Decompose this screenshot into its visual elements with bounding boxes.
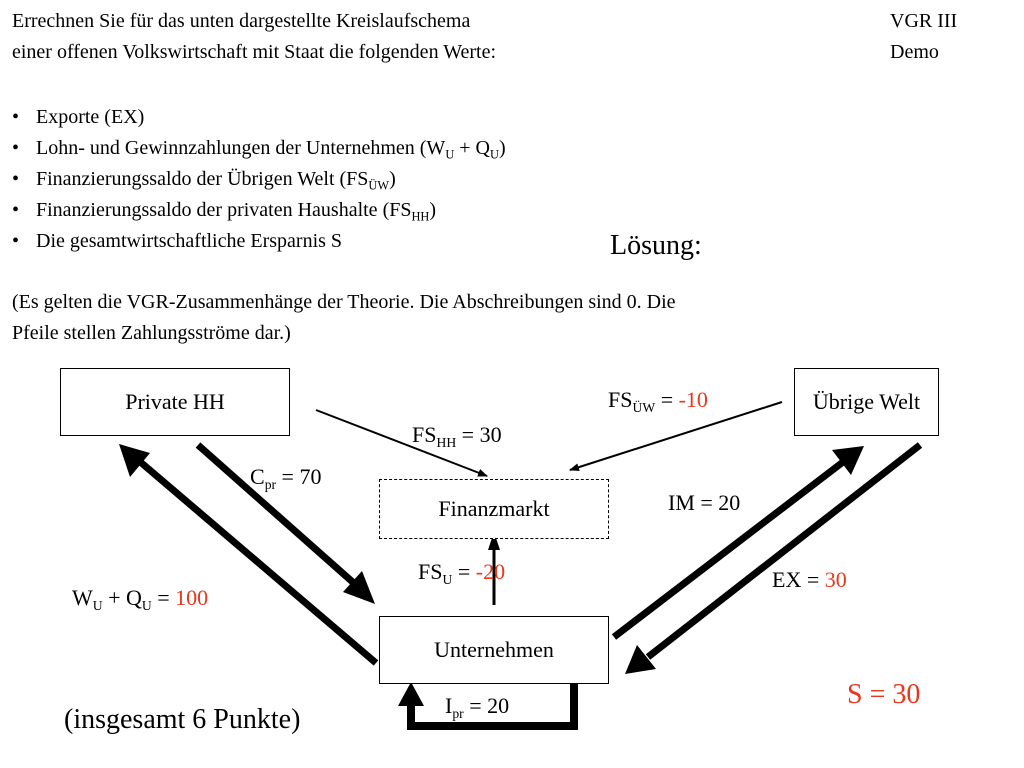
label-c-pr: Cpr = 70 (250, 464, 322, 492)
node-private-hh: Private HH (60, 368, 290, 436)
course-label: VGR III (890, 10, 958, 32)
arrow-i-pr-head (398, 682, 424, 706)
label-i-pr: Ipr = 20 (445, 693, 510, 721)
label-fs-hh: FSHH = 30 (412, 422, 502, 450)
note-line-1: (Es gelten die VGR-Zusammenhänge der The… (12, 291, 676, 313)
node-uebrige-welt: Übrige Welt (794, 368, 939, 436)
task-item-ersparnis: Die gesamtwirtschaftliche Ersparnis S (8, 228, 506, 259)
answer-ex: 30 (824, 567, 847, 592)
instruction-line-2: einer offenen Volkswirtschaft mit Staat … (12, 41, 497, 63)
task-item-fs-haushalte: Finanzierungssaldo der privaten Haushalt… (8, 197, 506, 228)
task-item-fs-uebrige-welt: Finanzierungssaldo der Übrigen Welt (FSÜ… (8, 166, 506, 197)
solution-label: Lösung: (610, 230, 702, 261)
task-item-lohn-gewinn: Lohn- und Gewinnzahlungen der Unternehme… (8, 135, 506, 166)
note-line-2: Pfeile stellen Zahlungsströme dar.) (12, 322, 291, 344)
arrow-im (611, 459, 846, 640)
node-finanzmarkt: Finanzmarkt (379, 479, 609, 539)
label-fs-uw: FSÜW = -10 (608, 387, 708, 415)
arrow-wq-head (119, 444, 150, 477)
arrow-fs-u-head (488, 532, 500, 550)
points-label: (insgesamt 6 Punkte) (64, 704, 301, 735)
arrow-i-pr (407, 684, 578, 730)
label-im: IM = 20 (668, 490, 741, 515)
label-ex: EX = 30 (772, 567, 847, 592)
arrow-c-pr-head (343, 571, 375, 604)
answer-savings: S = 30 (847, 679, 921, 710)
arrow-ex-head (625, 645, 656, 674)
instruction-line-1: Errechnen Sie für das unten dargestellte… (12, 10, 471, 32)
task-item-exporte: Exporte (EX) (8, 104, 506, 135)
label-fs-u: FSU = -20 (418, 559, 506, 587)
task-list: Exporte (EX) Lohn- und Gewinnzahlungen d… (8, 104, 506, 259)
arrow-ex (645, 442, 923, 660)
demo-label: Demo (890, 41, 939, 63)
answer-wq: 100 (175, 585, 209, 610)
label-wq: WU + QU = 100 (72, 585, 209, 613)
node-unternehmen: Unternehmen (379, 616, 609, 684)
arrow-wq (135, 457, 379, 666)
arrow-im-head (832, 446, 864, 475)
arrow-fs-hh (315, 409, 488, 477)
answer-fs-uw: -10 (678, 387, 708, 412)
arrow-fs-uw (569, 401, 783, 472)
answer-fs-u: -20 (475, 559, 506, 584)
arrow-c-pr (195, 442, 359, 588)
